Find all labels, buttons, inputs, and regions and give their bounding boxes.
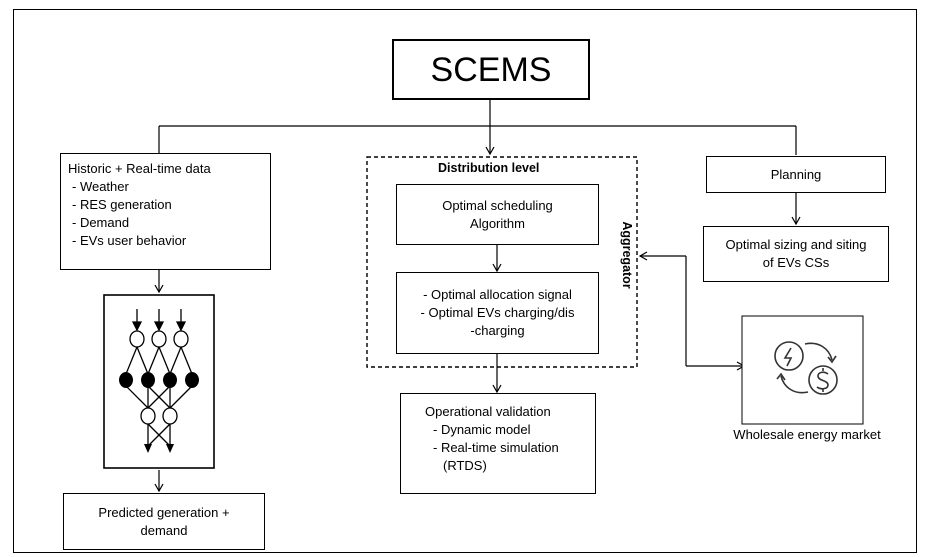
- validation-item-rtds: (RTDS): [443, 458, 487, 473]
- sizing-line2: of EVs CSs: [762, 255, 830, 270]
- scems-title-box: SCEMS: [392, 39, 590, 100]
- allocation-line1: - Optimal allocation signal: [423, 287, 572, 302]
- predicted-line1: Predicted generation +: [98, 504, 230, 520]
- scheduling-line2: Algorithm: [470, 215, 525, 231]
- distribution-level-label: Distribution level: [438, 161, 540, 175]
- validation-item-rts: - Real-time simulation: [433, 440, 559, 455]
- energy-money-exchange-icon: [741, 315, 864, 425]
- predicted-box: Predicted generation + demand: [63, 493, 265, 550]
- historic-item-weather: - Weather: [72, 179, 129, 194]
- historic-item-ev-behavior: - EVs user behavior: [72, 233, 187, 248]
- diagram-frame: [13, 9, 917, 553]
- historic-item-demand: - Demand: [72, 215, 130, 230]
- sizing-line1: Optimal sizing and siting: [725, 237, 867, 252]
- wholesale-market-label: Wholesale energy market: [733, 427, 881, 442]
- allocation-signal-box: - Optimal allocation signal - Optimal EV…: [396, 272, 599, 354]
- planning-label: Planning: [770, 166, 822, 182]
- historic-item-res: - RES generation: [72, 197, 172, 212]
- allocation-line2: - Optimal EVs charging/dis: [420, 305, 575, 320]
- validation-heading: Operational validation: [425, 404, 551, 419]
- allocation-line3: -charging: [470, 323, 525, 338]
- operational-validation-box: Operational validation - Dynamic model -…: [400, 393, 596, 494]
- predicted-line2: demand: [140, 522, 188, 538]
- distribution-level-boundary: [366, 156, 638, 368]
- planning-box: Planning: [706, 156, 886, 193]
- sizing-siting-box: Optimal sizing and siting of EVs CSs: [703, 226, 889, 282]
- historic-data-heading: Historic + Real-time data: [68, 161, 211, 176]
- aggregator-label: Aggregator: [620, 221, 634, 289]
- scheduling-algorithm-box: Optimal scheduling Algorithm: [396, 184, 599, 245]
- scheduling-line1: Optimal scheduling: [442, 197, 553, 213]
- validation-item-dynamic: - Dynamic model: [433, 422, 531, 437]
- scems-title: SCEMS: [430, 50, 552, 89]
- historic-data-box: Historic + Real-time data - Weather - RE…: [60, 153, 271, 270]
- neural-network-icon: [103, 294, 215, 469]
